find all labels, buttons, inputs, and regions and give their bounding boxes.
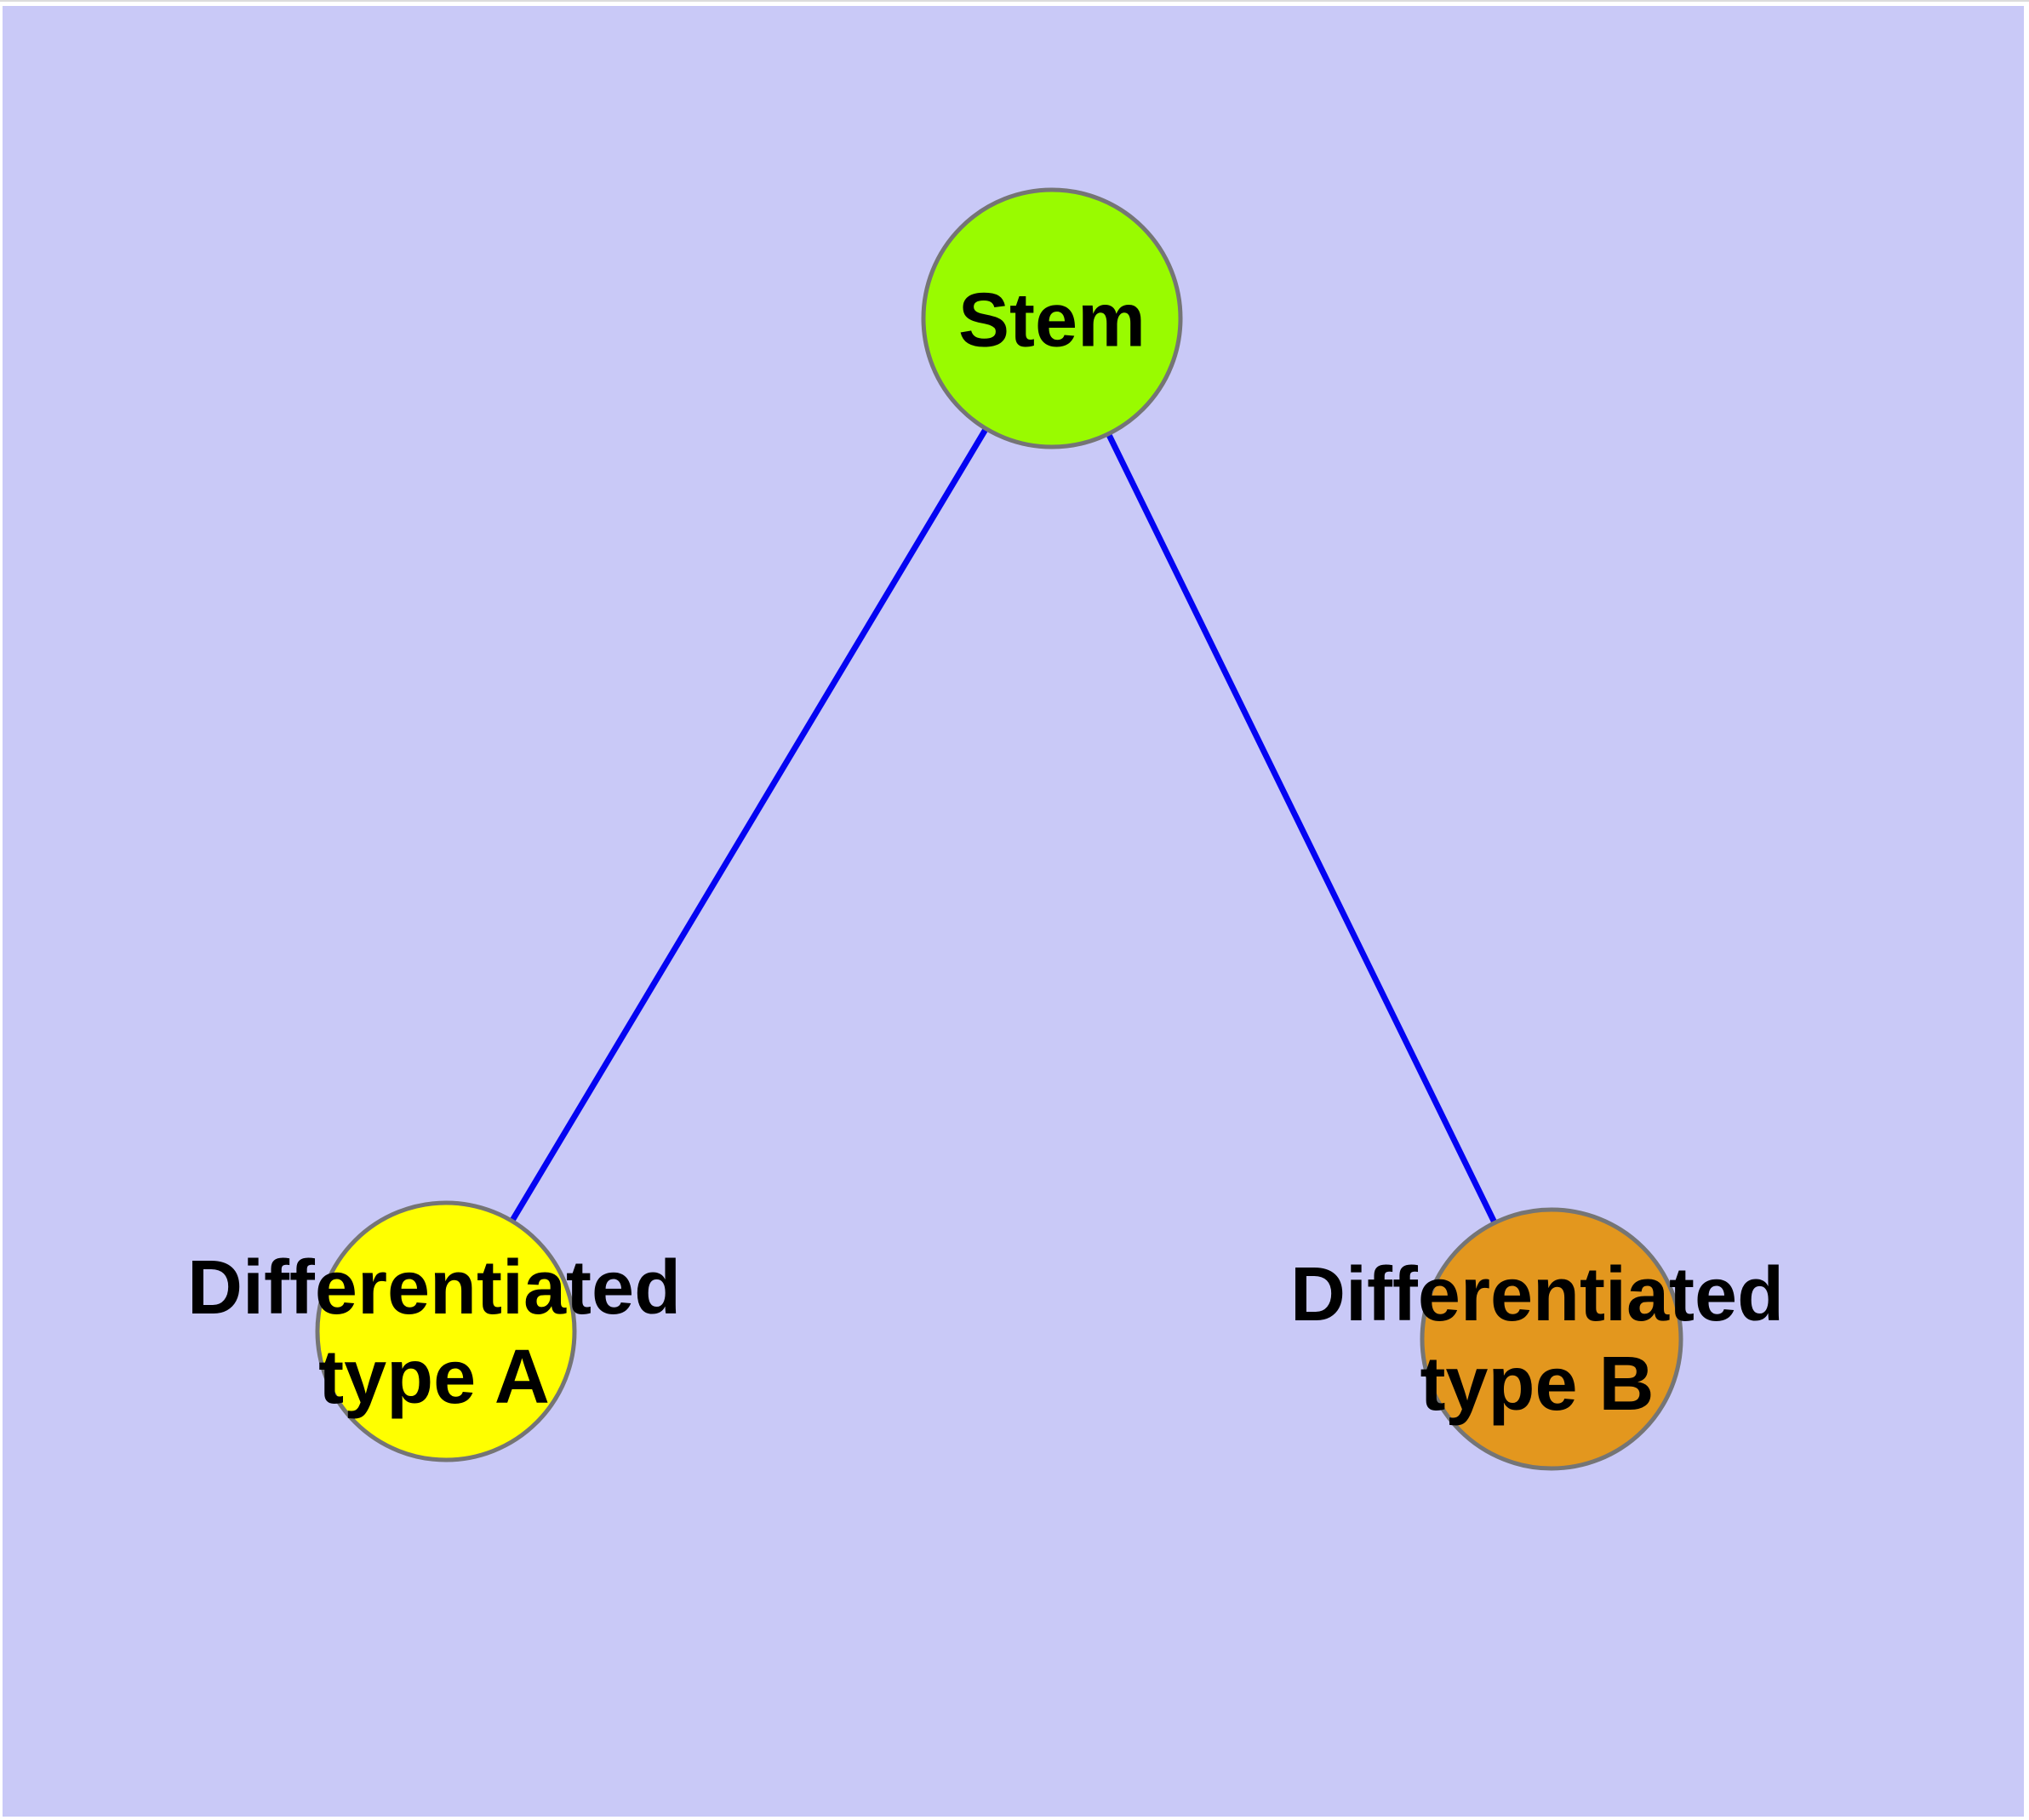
type-b-node-circle: [1420, 1207, 1683, 1471]
edge-stem-to-type-a: [443, 317, 1055, 1333]
top-hairline-divider: [0, 0, 2029, 2]
edge-stem-to-type-b: [1049, 317, 1555, 1341]
stem-node-circle: [921, 187, 1183, 449]
type-a-node-circle: [315, 1200, 577, 1462]
